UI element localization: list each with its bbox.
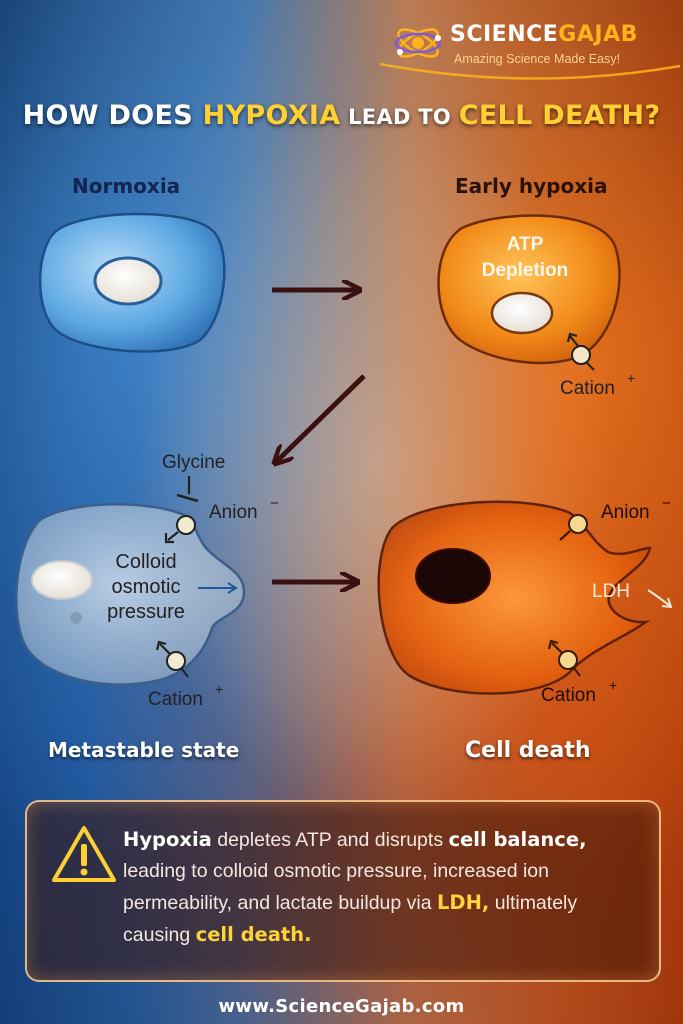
title-part1: HOW DOES bbox=[22, 100, 203, 131]
warning-icon bbox=[52, 826, 116, 882]
anion-minus-metastable: − bbox=[270, 495, 279, 512]
atp-label-line2: Depletion bbox=[482, 260, 569, 281]
anion-channel-metastable bbox=[164, 515, 196, 544]
ldh-release-arrow bbox=[647, 589, 671, 607]
arrow-to-metastable bbox=[276, 374, 366, 462]
brand-name: SCIENCEGAJAB bbox=[450, 22, 638, 47]
summary-hypoxia: Hypoxia bbox=[123, 828, 212, 851]
ldh-label: LDH bbox=[592, 581, 630, 602]
brand-name-part2: GAJAB bbox=[558, 22, 638, 47]
title-part3: LEAD TO bbox=[340, 105, 459, 129]
cation-plus-death: + bbox=[609, 677, 617, 693]
ldh-release-arrowhead bbox=[661, 597, 673, 609]
glycine-inhibition-icon bbox=[176, 476, 199, 503]
colloid-label-line3: pressure bbox=[107, 601, 185, 623]
metastable-cell bbox=[15, 503, 246, 686]
brand-name-part1: SCIENCE bbox=[450, 22, 559, 47]
cell-death-cell bbox=[377, 500, 652, 695]
glycine-label: Glycine bbox=[162, 452, 225, 473]
summary-box: Hypoxia depletes ATP and disrupts cell b… bbox=[25, 800, 661, 982]
stage-label-normoxia: Normoxia bbox=[72, 174, 181, 198]
cation-label-early: Cation bbox=[560, 378, 615, 399]
stage-label-metastable: Metastable state bbox=[48, 738, 240, 762]
cation-channel-metastable bbox=[155, 640, 189, 678]
anion-minus-death: − bbox=[662, 495, 671, 512]
colloid-label-line2: osmotic bbox=[112, 576, 181, 598]
anion-channel-death bbox=[559, 514, 588, 541]
title-highlight-cell-death: CELL DEATH? bbox=[458, 100, 661, 131]
cation-label-metastable: Cation bbox=[148, 689, 203, 710]
summary-cell-death: cell death. bbox=[195, 923, 312, 946]
cation-channel-early bbox=[566, 332, 595, 371]
cation-label-death: Cation bbox=[541, 685, 596, 706]
stage-label-early-hypoxia: Early hypoxia bbox=[455, 174, 608, 198]
title-highlight-hypoxia: HYPOXIA bbox=[202, 100, 341, 131]
summary-cell-balance: cell balance, bbox=[448, 828, 587, 851]
atom-icon bbox=[394, 28, 442, 58]
page-title: HOW DOES HYPOXIA LEAD TO CELL DEATH? bbox=[0, 100, 683, 131]
cation-plus-metastable: + bbox=[215, 681, 223, 697]
summary-text: Hypoxia depletes ATP and disrupts cell b… bbox=[123, 824, 648, 951]
brand-logo[interactable]: SCIENCEGAJAB Amazing Science Made Easy! bbox=[392, 16, 662, 72]
stage-label-cell-death: Cell death bbox=[465, 738, 591, 763]
header-swoosh bbox=[380, 62, 680, 80]
summary-ldh: LDH, bbox=[437, 891, 490, 914]
cation-channel-death bbox=[547, 639, 581, 677]
summary-part2: depletes ATP and disrupts bbox=[211, 829, 449, 851]
atp-label-line1: ATP bbox=[507, 234, 544, 255]
summary-part6: ultimately causing bbox=[123, 892, 578, 946]
anion-label-death: Anion bbox=[601, 502, 650, 523]
summary-part4: leading to colloid osmotic pressure, inc… bbox=[123, 860, 549, 914]
osmotic-flow-arrowhead bbox=[227, 582, 238, 594]
colloid-label-line1: Colloid bbox=[115, 551, 176, 573]
normoxia-cell bbox=[38, 212, 226, 353]
anion-label-metastable: Anion bbox=[209, 502, 258, 523]
cation-plus-early: + bbox=[627, 370, 635, 386]
footer-url[interactable]: www.ScienceGajab.com bbox=[218, 996, 465, 1017]
brand-tagline: Amazing Science Made Easy! bbox=[454, 52, 621, 66]
